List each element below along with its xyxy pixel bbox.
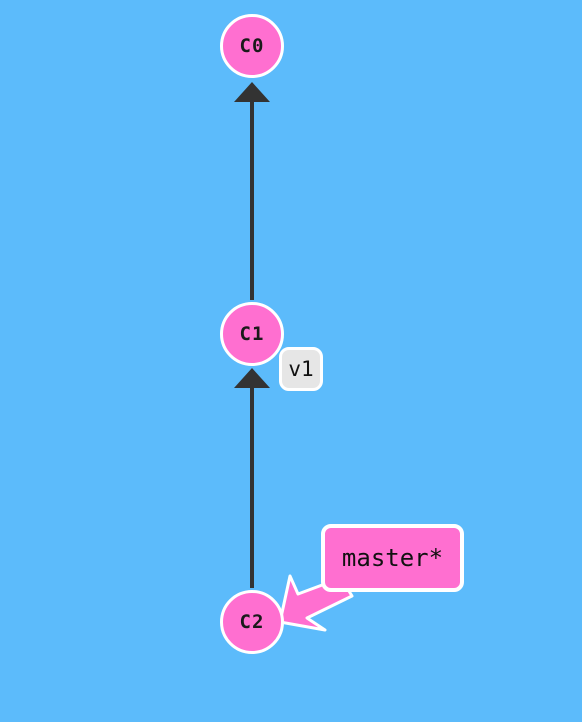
arrowhead-c0 — [234, 82, 270, 102]
tag-v1-label: v1 — [288, 357, 314, 381]
branch-master[interactable]: master* — [321, 524, 464, 592]
commit-c0-label: C0 — [239, 35, 265, 57]
branch-master-label: master* — [341, 544, 444, 572]
commit-c2[interactable]: C2 — [220, 590, 284, 654]
tag-v1[interactable]: v1 — [279, 347, 323, 391]
commit-c0[interactable]: C0 — [220, 14, 284, 78]
commit-c2-label: C2 — [239, 611, 265, 633]
commit-c1[interactable]: C1 — [220, 302, 284, 366]
arrowhead-c1 — [234, 368, 270, 388]
commit-c1-label: C1 — [239, 323, 265, 345]
